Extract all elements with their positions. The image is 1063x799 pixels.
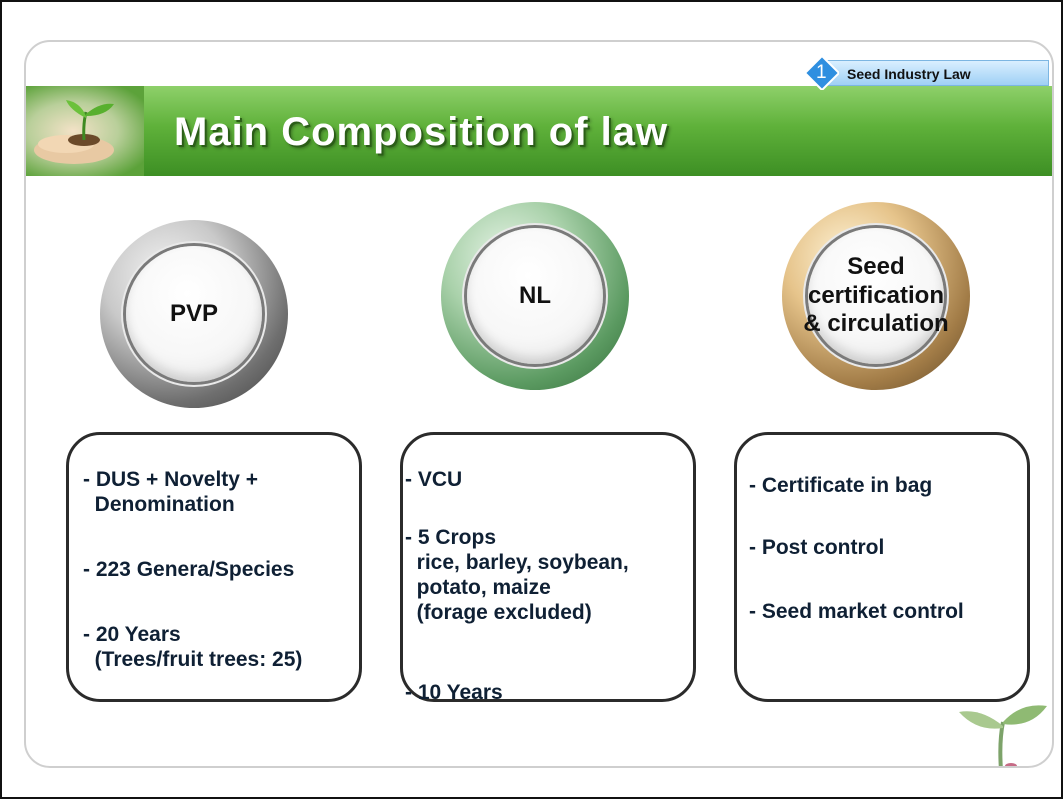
detail-line: - VCU — [405, 468, 463, 491]
circle-label-line: NL — [519, 281, 551, 309]
circle-label: Seed certification & circulation — [782, 202, 970, 390]
section-label: Seed Industry Law — [847, 66, 971, 82]
detail-item: - VCU — [405, 467, 462, 492]
detail-line: - Seed market control — [749, 600, 964, 623]
detail-line: (forage excluded) — [405, 601, 592, 624]
circle-label-line: certification — [807, 281, 944, 309]
section-tag: Seed Industry Law 1 — [801, 56, 1051, 90]
detail-line: - DUS + Novelty + — [83, 468, 259, 491]
circle-label: NL — [441, 202, 629, 390]
detail-line: rice, barley, soybean, — [405, 551, 629, 574]
detail-line: potato, maize — [405, 576, 551, 599]
detail-line: - Certificate in bag — [749, 474, 933, 497]
circle-label-line: Seed — [847, 252, 905, 280]
detail-item: - 10 Years — [405, 680, 503, 705]
detail-item: - 223 Genera/Species — [83, 557, 294, 582]
circle-inner — [467, 228, 603, 364]
detail-line: Denomination — [83, 493, 235, 516]
circle-seed-certification: Seed certification & circulation — [782, 202, 970, 390]
detail-line: - 5 Crops — [405, 526, 497, 549]
section-tag-box — [821, 60, 1049, 86]
detail-item: - Seed market control — [749, 599, 964, 624]
detail-item: - Certificate in bag — [749, 473, 932, 498]
circle-label: PVP — [100, 220, 288, 408]
detail-line: - 20 Years — [83, 623, 181, 646]
detail-line: (Trees/fruit trees: 25) — [83, 648, 303, 671]
section-number: 1 — [816, 62, 827, 83]
diamond-number-icon — [805, 56, 839, 90]
circle-label-line: & circulation — [803, 310, 949, 338]
detail-item: - 20 Years (Trees/fruit trees: 25) — [83, 622, 302, 672]
page-title: Main Composition of law — [174, 110, 669, 154]
circle-label-line: PVP — [169, 299, 219, 327]
sprout-icon — [959, 705, 1047, 766]
detail-box-seed: - Certificate in bag - Post control - Se… — [734, 432, 1030, 702]
detail-item: - DUS + Novelty + Denomination — [83, 467, 258, 517]
title-banner — [26, 86, 1052, 176]
detail-box-pvp: - DUS + Novelty + Denomination - 223 Gen… — [66, 432, 362, 702]
detail-line: - 223 Genera/Species — [83, 558, 295, 581]
detail-line: - Post control — [749, 536, 885, 559]
hands-holding-seedling-icon — [26, 86, 144, 176]
circle-inner — [808, 228, 944, 364]
circle-nl: NL — [441, 202, 629, 390]
detail-line: - 10 Years — [405, 681, 503, 704]
circle-pvp: PVP — [100, 220, 288, 408]
detail-item: - 5 Crops rice, barley, soybean, potato,… — [405, 525, 629, 625]
slide: Main Composition of law Seed Industry La… — [24, 40, 1054, 768]
detail-box-nl: - VCU - 5 Crops rice, barley, soybean, p… — [400, 432, 696, 705]
detail-item: - Post control — [749, 535, 884, 560]
circle-inner — [126, 246, 262, 382]
